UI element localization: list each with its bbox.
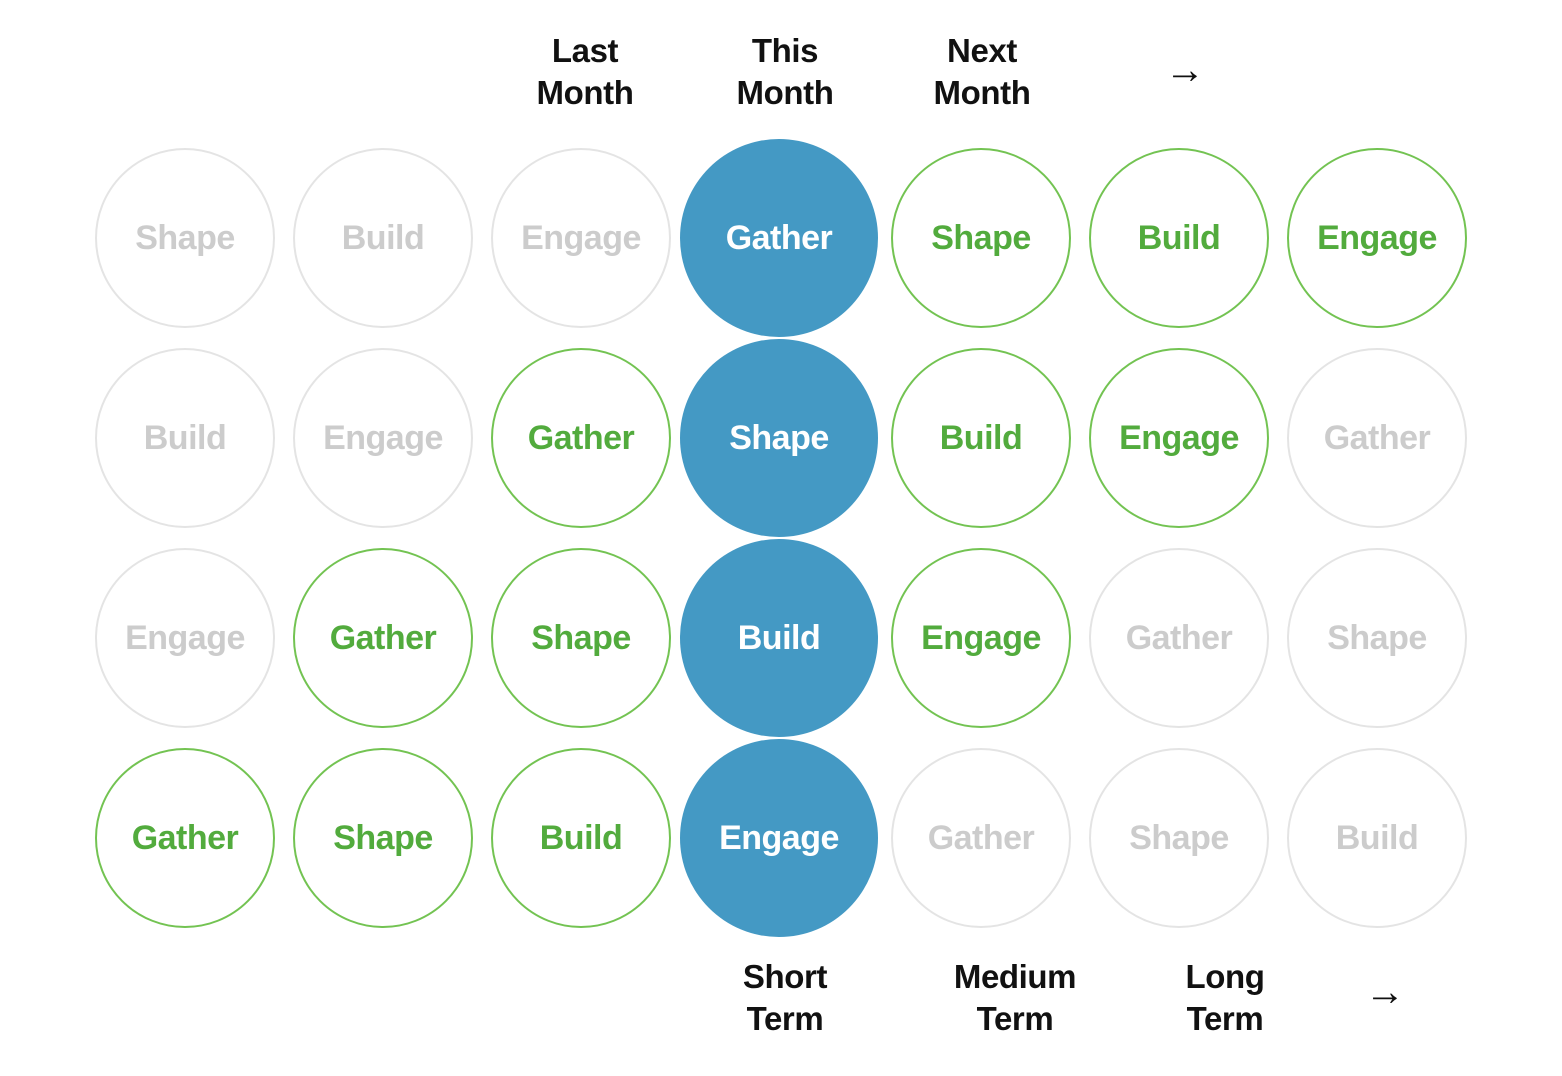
circle-cell-r3-c2[interactable]: Build bbox=[491, 748, 671, 928]
axis-top-label-next-month: Next Month bbox=[933, 32, 1031, 112]
axis-bottom-label-medium-term: Medium Term bbox=[953, 958, 1077, 1038]
circle-cell-label: Shape bbox=[333, 819, 433, 857]
circle-cell-label: Gather bbox=[329, 619, 437, 657]
circle-cell-r2-c2[interactable]: Shape bbox=[491, 548, 671, 728]
circle-cell-label: Engage bbox=[1317, 219, 1437, 257]
circle-cell-r1-c6[interactable]: Gather bbox=[1287, 348, 1467, 528]
circle-cell-label: Gather bbox=[725, 219, 833, 257]
circle-cell-label: Gather bbox=[131, 819, 239, 857]
circle-cell-label: Gather bbox=[927, 819, 1035, 857]
circle-cell-label: Engage bbox=[1119, 419, 1239, 457]
axis-bottom-arrow-right-icon: → bbox=[1365, 970, 1405, 1014]
circle-cell-label: Shape bbox=[531, 619, 631, 657]
axis-top: Last Month This Month Next Month → bbox=[0, 18, 1562, 122]
circle-cell-r0-c6[interactable]: Engage bbox=[1287, 148, 1467, 328]
axis-top-arrow-right-icon: → bbox=[1165, 48, 1205, 92]
circle-cell-r1-c5[interactable]: Engage bbox=[1089, 348, 1269, 528]
circle-cell-label: Gather bbox=[1125, 619, 1233, 657]
circle-cell-label: Shape bbox=[135, 219, 235, 257]
circle-cell-r3-c1[interactable]: Shape bbox=[293, 748, 473, 928]
circle-cell-r1-c3[interactable]: Shape bbox=[680, 339, 878, 537]
circle-cell-label: Build bbox=[1137, 219, 1221, 257]
circle-cell-r2-c4[interactable]: Engage bbox=[891, 548, 1071, 728]
circle-cell-r0-c3[interactable]: Gather bbox=[680, 139, 878, 337]
circle-cell-r0-c2[interactable]: Engage bbox=[491, 148, 671, 328]
circle-cell-r1-c1[interactable]: Engage bbox=[293, 348, 473, 528]
circle-cell-label: Engage bbox=[921, 619, 1041, 657]
axis-bottom-label-short-term: Short Term bbox=[742, 958, 828, 1038]
circle-cell-label: Shape bbox=[729, 419, 829, 457]
circle-cell-label: Gather bbox=[1323, 419, 1431, 457]
axis-bottom: Short Term Medium Term Long Term → bbox=[0, 952, 1562, 1062]
circle-cell-r0-c4[interactable]: Shape bbox=[891, 148, 1071, 328]
circle-cell-r0-c1[interactable]: Build bbox=[293, 148, 473, 328]
circle-cell-label: Build bbox=[939, 419, 1023, 457]
circle-cell-r0-c5[interactable]: Build bbox=[1089, 148, 1269, 328]
circle-cell-r3-c4[interactable]: Gather bbox=[891, 748, 1071, 928]
circle-cell-label: Shape bbox=[931, 219, 1031, 257]
circle-cell-label: Build bbox=[737, 619, 821, 657]
circle-cell-r2-c5[interactable]: Gather bbox=[1089, 548, 1269, 728]
circle-cell-label: Build bbox=[341, 219, 425, 257]
circle-cell-label: Engage bbox=[125, 619, 245, 657]
circle-cell-r2-c3[interactable]: Build bbox=[680, 539, 878, 737]
circle-cell-r1-c4[interactable]: Build bbox=[891, 348, 1071, 528]
circle-cell-r3-c3[interactable]: Engage bbox=[680, 739, 878, 937]
circle-cell-r2-c6[interactable]: Shape bbox=[1287, 548, 1467, 728]
axis-top-label-this-month: This Month bbox=[736, 32, 834, 112]
circle-cell-label: Engage bbox=[323, 419, 443, 457]
circle-cell-label: Engage bbox=[719, 819, 839, 857]
circle-cell-label: Build bbox=[539, 819, 623, 857]
circle-cell-label: Build bbox=[143, 419, 227, 457]
circle-cell-r1-c0[interactable]: Build bbox=[95, 348, 275, 528]
circle-cell-label: Shape bbox=[1129, 819, 1229, 857]
circle-cell-label: Shape bbox=[1327, 619, 1427, 657]
axis-top-label-last-month: Last Month bbox=[536, 32, 634, 112]
circle-cell-r3-c5[interactable]: Shape bbox=[1089, 748, 1269, 928]
circle-cell-r2-c0[interactable]: Engage bbox=[95, 548, 275, 728]
circle-cell-r0-c0[interactable]: Shape bbox=[95, 148, 275, 328]
axis-bottom-label-long-term: Long Term bbox=[1185, 958, 1265, 1038]
circle-cell-r1-c2[interactable]: Gather bbox=[491, 348, 671, 528]
circle-cell-r3-c6[interactable]: Build bbox=[1287, 748, 1467, 928]
circle-cell-label: Build bbox=[1335, 819, 1419, 857]
circle-cell-label: Engage bbox=[521, 219, 641, 257]
circle-cell-r2-c1[interactable]: Gather bbox=[293, 548, 473, 728]
circle-cell-r3-c0[interactable]: Gather bbox=[95, 748, 275, 928]
circle-cell-label: Gather bbox=[527, 419, 635, 457]
